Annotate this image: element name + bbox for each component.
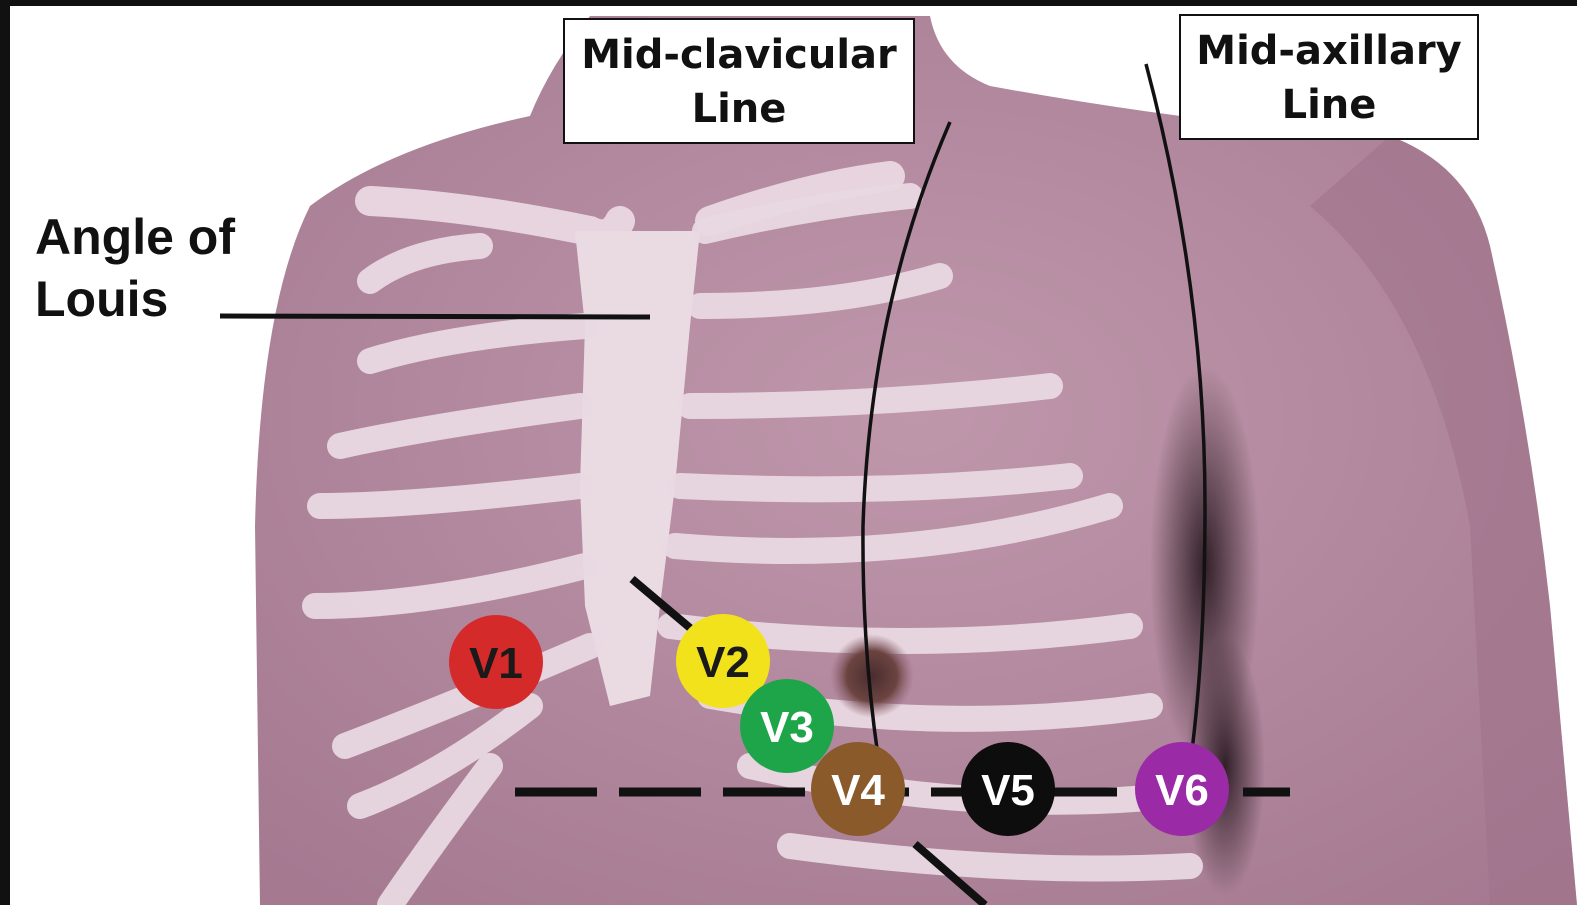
electrode-v6: V6 xyxy=(1135,742,1229,836)
mid-clavicular-label: Mid-clavicular Line xyxy=(563,18,915,144)
electrode-v1: V1 xyxy=(449,615,543,709)
electrode-v3-label: V3 xyxy=(760,703,814,752)
electrode-v5: V5 xyxy=(961,742,1055,836)
electrode-v1-label: V1 xyxy=(469,639,523,688)
electrode-v3: V3 xyxy=(740,679,834,773)
electrode-v4: V4 xyxy=(811,742,905,836)
electrode-v4-label: V4 xyxy=(831,766,885,815)
electrode-v5-label: V5 xyxy=(981,766,1035,815)
electrode-v2-label: V2 xyxy=(696,638,750,687)
electrode-v6-label: V6 xyxy=(1155,766,1209,815)
angle-of-louis-label: Angle of Louis xyxy=(35,206,235,330)
mid-axillary-label: Mid-axillary Line xyxy=(1179,14,1479,140)
